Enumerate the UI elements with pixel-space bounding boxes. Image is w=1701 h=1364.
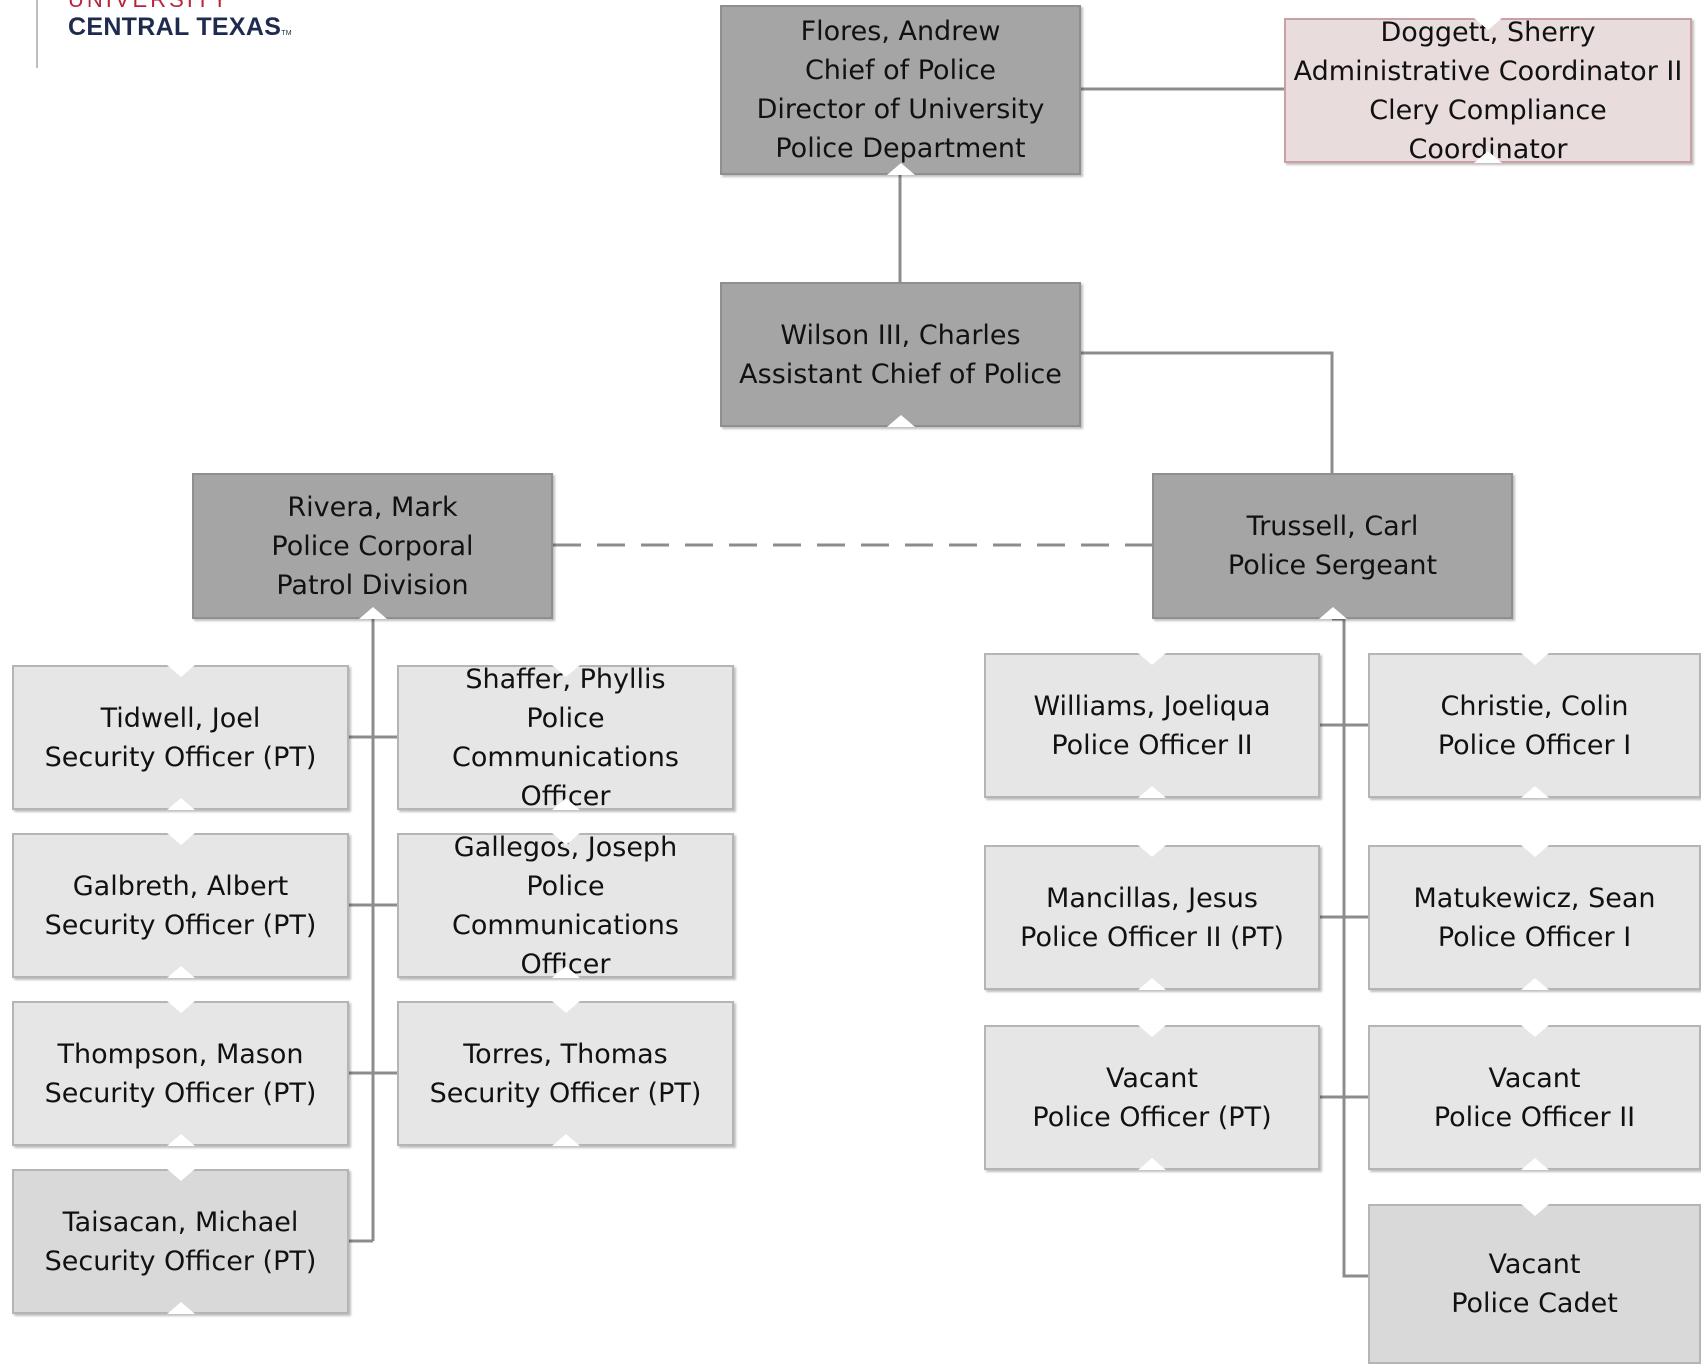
- node-thompson[interactable]: Thompson, Mason Security Officer (PT): [12, 1001, 349, 1146]
- node-notch: [166, 1169, 195, 1181]
- node-name: Rivera, Mark: [287, 491, 458, 523]
- node-christie[interactable]: Christie, Colin Police Officer I: [1368, 653, 1701, 798]
- node-title: Security Officer (PT): [44, 741, 317, 773]
- node-matukewicz[interactable]: Matukewicz, Sean Police Officer I: [1368, 845, 1701, 990]
- node-notch: [886, 163, 915, 175]
- node-notch: [551, 1001, 580, 1013]
- node-wilson-assistant-chief[interactable]: Wilson III, Charles Assistant Chief of P…: [720, 282, 1081, 427]
- node-vacant-police-officer-ii[interactable]: Vacant Police Officer II: [1368, 1025, 1701, 1170]
- node-notch: [551, 966, 580, 978]
- node-notch: [1138, 653, 1166, 665]
- node-notch: [166, 1134, 195, 1146]
- node-notch: [1318, 607, 1347, 619]
- node-name: Vacant: [1488, 1249, 1581, 1280]
- node-notch: [1520, 1025, 1549, 1037]
- node-notch: [1520, 978, 1549, 990]
- node-name: Wilson III, Charles: [780, 319, 1021, 351]
- node-title: Security Officer (PT): [44, 1245, 317, 1277]
- node-name: Tidwell, Joel: [100, 702, 261, 734]
- node-williams[interactable]: Williams, Joeliqua Police Officer II: [984, 653, 1320, 798]
- node-title: Police Officer I: [1437, 729, 1632, 761]
- node-title: Police Officer I: [1437, 921, 1632, 953]
- node-name: Mancillas, Jesus: [1046, 882, 1258, 914]
- node-notch: [1520, 653, 1549, 665]
- node-gallegos[interactable]: Gallegos, Joseph Police Communications O…: [397, 832, 734, 980]
- node-title: Police Officer (PT): [1032, 1101, 1272, 1133]
- logo-main-line: CENTRAL TEXASTM: [68, 13, 292, 42]
- node-notch: [1520, 1204, 1549, 1216]
- node-title: Security Officer (PT): [429, 1077, 702, 1109]
- node-notch: [1474, 151, 1502, 163]
- node-name: Williams, Joeliqua: [1033, 690, 1271, 722]
- node-title: Police Corporal: [271, 530, 474, 562]
- node-notch: [166, 1001, 195, 1013]
- node-notch: [1138, 786, 1166, 798]
- node-notch: [551, 665, 580, 677]
- node-notch: [166, 833, 195, 845]
- node-galbreth[interactable]: Galbreth, Albert Security Officer (PT): [12, 833, 349, 978]
- node-notch: [1520, 845, 1549, 857]
- node-title: Police Cadet: [1451, 1288, 1618, 1319]
- node-title-secondary: Patrol Division: [276, 569, 469, 601]
- node-notch: [886, 415, 915, 427]
- node-name: Matukewicz, Sean: [1413, 882, 1656, 914]
- node-title: Police Officer II: [1051, 729, 1253, 761]
- connector-trussell-trunk: [1332, 617, 1368, 1278]
- node-notch: [166, 798, 195, 810]
- node-vacant-police-cadet[interactable]: Vacant Police Cadet: [1368, 1204, 1701, 1364]
- node-title: Security Officer (PT): [44, 1077, 317, 1109]
- node-name: Torres, Thomas: [463, 1038, 668, 1070]
- node-notch: [166, 966, 195, 978]
- node-name: Taisacan, Michael: [62, 1206, 299, 1238]
- node-notch: [1138, 1025, 1166, 1037]
- node-notch: [166, 1302, 195, 1314]
- node-notch: [358, 607, 387, 619]
- logo-main-text: CENTRAL TEXAS: [68, 13, 282, 41]
- node-title: Police Sergeant: [1227, 550, 1438, 581]
- node-name: Trussell, Carl: [1246, 511, 1419, 542]
- node-title: Assistant Chief of Police: [739, 358, 1062, 390]
- node-taisacan[interactable]: Taisacan, Michael Security Officer (PT): [12, 1169, 349, 1314]
- node-notch: [1520, 1158, 1549, 1170]
- node-notch: [1520, 786, 1549, 798]
- node-notch: [1138, 978, 1166, 990]
- node-vacant-police-officer-pt[interactable]: Vacant Police Officer (PT): [984, 1025, 1320, 1170]
- node-mancillas[interactable]: Mancillas, Jesus Police Officer II (PT): [984, 845, 1320, 990]
- node-title: Police Communications Officer: [452, 870, 679, 980]
- node-tidwell[interactable]: Tidwell, Joel Security Officer (PT): [12, 665, 349, 810]
- node-name: Thompson, Mason: [57, 1038, 304, 1070]
- node-notch: [551, 833, 580, 845]
- node-shaffer[interactable]: Shaffer, Phyllis Police Communications O…: [397, 664, 734, 812]
- node-title: Administrative Coordinator II: [1293, 55, 1683, 87]
- node-trussell-sergeant[interactable]: Trussell, Carl Police Sergeant: [1152, 473, 1513, 619]
- node-name: Galbreth, Albert: [72, 870, 289, 902]
- university-logo: UNIVERSITY CENTRAL TEXASTM: [0, 0, 320, 70]
- node-notch: [1138, 1158, 1166, 1170]
- node-title: Police Officer II (PT): [1020, 921, 1284, 953]
- node-title: Security Officer (PT): [44, 909, 317, 941]
- node-notch: [1138, 845, 1166, 857]
- node-name: Christie, Colin: [1440, 690, 1629, 722]
- node-torres[interactable]: Torres, Thomas Security Officer (PT): [397, 1001, 734, 1146]
- node-name: Vacant: [1105, 1062, 1198, 1094]
- node-notch: [166, 665, 195, 677]
- node-rivera-corporal[interactable]: Rivera, Mark Police Corporal Patrol Divi…: [192, 473, 553, 619]
- node-notch: [551, 1134, 580, 1146]
- node-title: Police Officer II: [1433, 1101, 1636, 1133]
- node-doggett-coordinator[interactable]: Doggett, Sherry Administrative Coordinat…: [1284, 17, 1692, 165]
- node-title: Chief of Police: [804, 55, 997, 86]
- connector-assistant-sergeant: [1081, 351, 1334, 473]
- node-notch: [1474, 18, 1502, 30]
- logo-top-line: UNIVERSITY: [68, 0, 230, 13]
- node-flores-chief[interactable]: Flores, Andrew Chief of Police Director …: [720, 5, 1081, 175]
- node-name: Vacant: [1488, 1062, 1581, 1094]
- node-title-secondary: Director of University Police Department: [756, 94, 1045, 164]
- node-name: Flores, Andrew: [800, 16, 1001, 47]
- logo-trademark: TM: [281, 30, 292, 37]
- node-notch: [551, 798, 580, 810]
- node-title-secondary: Clery Compliance Coordinator: [1369, 94, 1607, 165]
- logo-divider: [36, 0, 38, 68]
